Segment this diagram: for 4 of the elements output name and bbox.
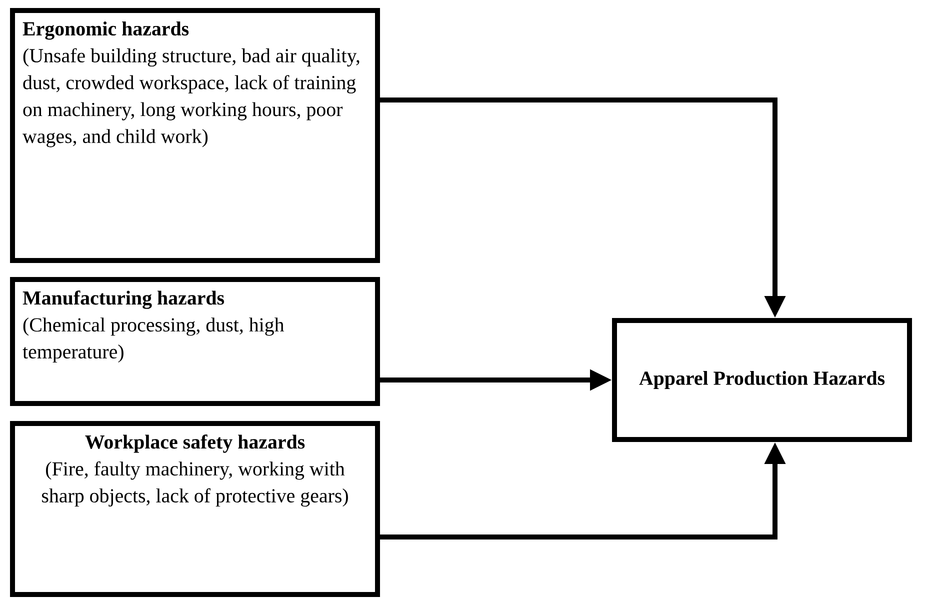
- hazard-box: Apparel Production Hazards: [612, 318, 912, 442]
- hazard-box: Ergonomic hazards (Unsafe building structure, bad air quality, dust, crowded workspace, lack of training on machinery, long working hours, poor wages, and child work): [10, 8, 380, 263]
- hazard-box: Manufacturing hazards (Chemical processing, dust, high temperature): [10, 277, 380, 406]
- hazard-box: Workplace safety hazards (Fire, faulty machinery, working with sharp objects, lack of protective gears): [10, 421, 380, 597]
